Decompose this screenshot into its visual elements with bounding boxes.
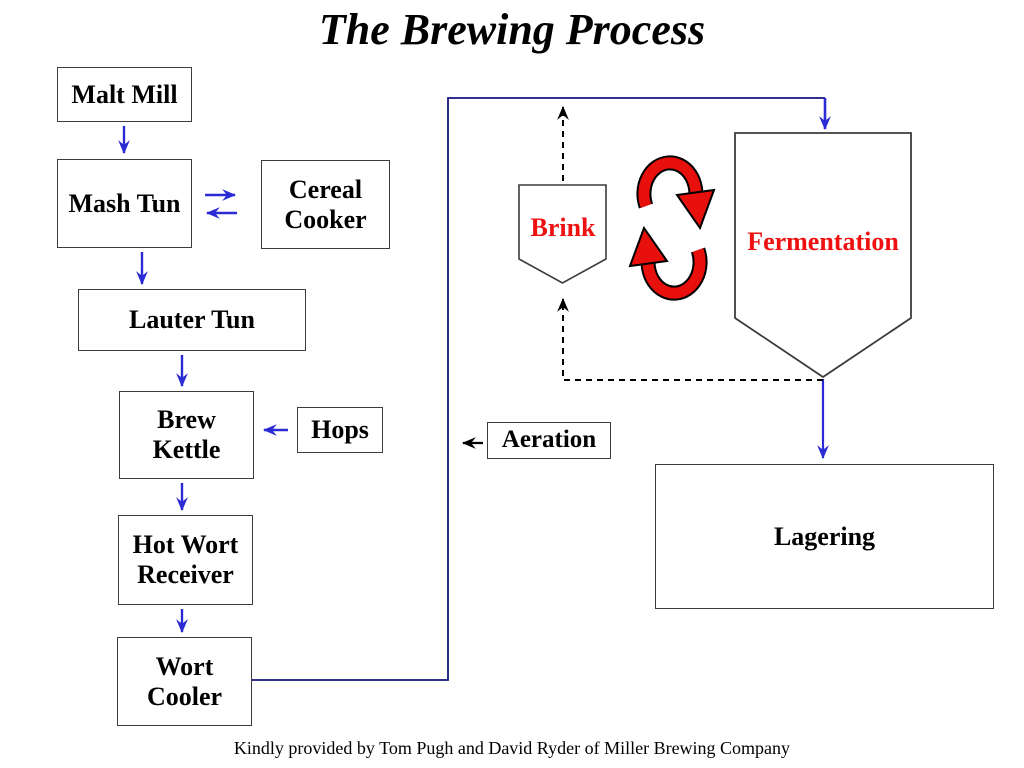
wort-cooler-label: Wort Cooler xyxy=(146,651,223,711)
malt-mill-label: Malt Mill xyxy=(71,79,178,109)
mash-tun-box: Mash Tun xyxy=(57,159,192,248)
brew-kettle-label: Brew Kettle xyxy=(152,405,221,464)
brew-kettle-box: Brew Kettle xyxy=(119,391,254,479)
lauter-tun-box: Lauter Tun xyxy=(78,289,306,351)
aeration-box: Aeration xyxy=(487,422,611,459)
fermentation-label: Fermentation xyxy=(747,227,899,256)
brink-label: Brink xyxy=(530,213,596,242)
brink-vessel-shape xyxy=(518,184,607,284)
cereal-cooker-label: Cereal Cooker xyxy=(284,174,367,234)
hot-wort-receiver-label: Hot Wort Receiver xyxy=(132,530,239,589)
cereal-cooker-box: Cereal Cooker xyxy=(261,160,390,249)
lauter-tun-label: Lauter Tun xyxy=(129,305,255,335)
mash-tun-label: Mash Tun xyxy=(68,188,181,218)
hops-label: Hops xyxy=(311,415,369,445)
lagering-label: Lagering xyxy=(773,521,876,551)
recycle-icon xyxy=(628,155,716,301)
lagering-box: Lagering xyxy=(655,464,994,609)
fermentation-vessel-shape xyxy=(734,132,912,379)
hops-box: Hops xyxy=(297,407,383,453)
aeration-label: Aeration xyxy=(501,426,597,454)
hot-wort-receiver-box: Hot Wort Receiver xyxy=(118,515,253,605)
wort-cooler-box: Wort Cooler xyxy=(117,637,252,726)
credit-caption: Kindly provided by Tom Pugh and David Ry… xyxy=(233,738,791,758)
malt-mill-box: Malt Mill xyxy=(57,67,192,122)
page-title: The Brewing Process xyxy=(318,5,706,54)
connector-wortcooler-to-fermentation xyxy=(252,97,825,681)
dashed-line-fermentation-to-brink xyxy=(562,305,823,381)
